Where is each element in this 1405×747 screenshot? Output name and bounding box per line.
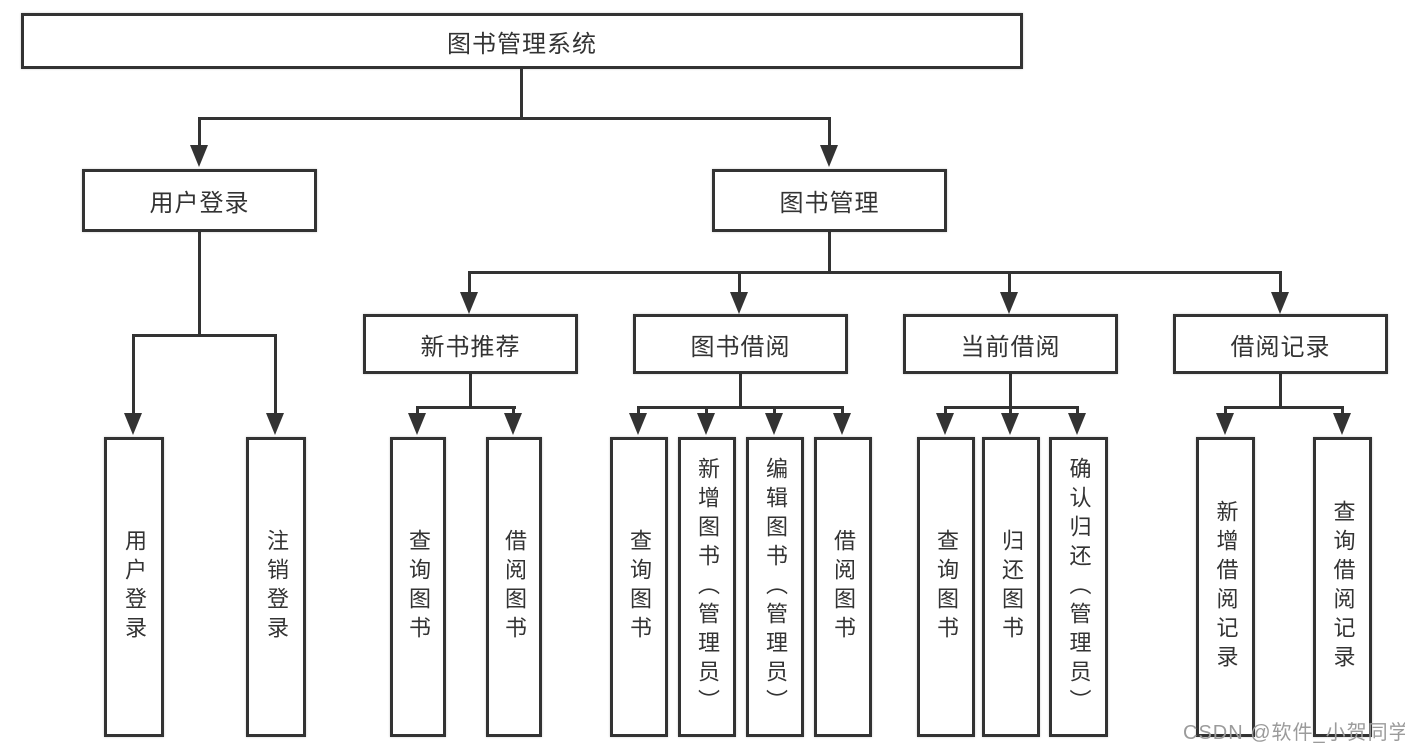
node-label: 借阅图书 [831, 529, 856, 645]
node-user-login: 用户登录 [82, 169, 317, 232]
leaf-add-borrow-record: 新增借阅记录 [1196, 437, 1255, 737]
node-root-library-system: 图书管理系统 [21, 13, 1023, 69]
node-label: 用户登录 [122, 529, 147, 645]
connector-recommend-stem [469, 374, 472, 408]
arrow-down-leaf-user-login [124, 334, 142, 435]
node-label: 编辑图书（管理员） [763, 456, 788, 718]
csdn-watermark: CSDN @软件_小贺同学 [1183, 722, 1405, 744]
arrow-down-confirm-return-admin [1068, 406, 1086, 435]
node-label: 新增图书（管理员） [695, 456, 720, 718]
connector-current-stem [1009, 374, 1012, 408]
node-book-management: 图书管理 [712, 169, 947, 232]
arrow-down-leaf-logout [266, 334, 284, 435]
connector-borrowing-branch [637, 406, 844, 409]
node-label: 查询图书 [406, 529, 431, 645]
connector-borrowing-stem [739, 374, 742, 408]
arrow-down-borrow-books-recommend [504, 406, 522, 435]
leaf-query-books-borrowing: 查询图书 [610, 437, 668, 737]
node-label: 当前借阅 [960, 333, 1061, 361]
connector-user-login-branch [132, 334, 277, 337]
node-label: 归还图书 [999, 529, 1024, 645]
arrow-down-current-borrowing [1000, 271, 1018, 314]
node-label: 图书管理 [779, 190, 880, 217]
node-borrow-records: 借阅记录 [1173, 314, 1388, 374]
node-label: 查询图书 [934, 529, 959, 645]
arrow-down-book-management [820, 117, 838, 167]
node-current-borrowing: 当前借阅 [903, 314, 1118, 374]
leaf-query-books-current: 查询图书 [917, 437, 975, 737]
leaf-confirm-return-admin: 确认归还（管理员） [1049, 437, 1108, 737]
node-label: 图书借阅 [690, 333, 791, 361]
node-label: 借阅记录 [1230, 333, 1331, 361]
connector-root-branch [198, 117, 831, 120]
arrow-down-edit-books-admin [765, 406, 783, 435]
connector-root-stem [520, 69, 523, 118]
connector-book-management-stem [828, 232, 831, 274]
arrow-down-return-books [1001, 406, 1019, 435]
leaf-return-books: 归还图书 [982, 437, 1040, 737]
node-label: 注销登录 [264, 529, 289, 645]
node-book-borrowing: 图书借阅 [633, 314, 848, 374]
leaf-borrow-books: 借阅图书 [814, 437, 872, 737]
arrow-down-query-books-current [936, 406, 954, 435]
leaf-add-books-admin: 新增图书（管理员） [678, 437, 736, 737]
connector-book-management-branch [468, 271, 1282, 274]
leaf-user-login: 用户登录 [104, 437, 164, 737]
node-label: 借阅图书 [502, 529, 527, 645]
arrow-down-new-book-recommend [460, 271, 478, 314]
arrow-down-query-books-recommend [408, 406, 426, 435]
arrow-down-user-login [190, 117, 208, 167]
node-label: 图书管理系统 [447, 30, 597, 58]
node-new-book-recommend: 新书推荐 [363, 314, 578, 374]
arrow-down-query-books-borrowing [629, 406, 647, 435]
arrow-down-borrow-books [833, 406, 851, 435]
node-label: 新增借阅记录 [1213, 500, 1239, 674]
leaf-logout: 注销登录 [246, 437, 306, 737]
node-label: 查询图书 [627, 529, 652, 645]
leaf-query-borrow-record: 查询借阅记录 [1313, 437, 1372, 737]
leaf-query-books-recommend: 查询图书 [390, 437, 446, 737]
node-label: 确认归还（管理员） [1066, 456, 1092, 718]
connector-recommend-branch [416, 406, 516, 409]
arrow-down-add-books-admin [697, 406, 715, 435]
leaf-borrow-books-recommend: 借阅图书 [486, 437, 542, 737]
connector-user-login-stem [198, 232, 201, 336]
node-label: 新书推荐 [420, 333, 521, 361]
node-label: 查询借阅记录 [1330, 500, 1356, 674]
arrow-down-query-borrow-record [1333, 406, 1351, 435]
connector-records-branch [1224, 406, 1343, 409]
leaf-edit-books-admin: 编辑图书（管理员） [746, 437, 804, 737]
connector-records-stem [1279, 374, 1282, 408]
node-label: 用户登录 [149, 190, 250, 217]
arrow-down-book-borrowing [730, 271, 748, 314]
arrow-down-add-borrow-record [1216, 406, 1234, 435]
arrow-down-borrow-records [1271, 271, 1289, 314]
